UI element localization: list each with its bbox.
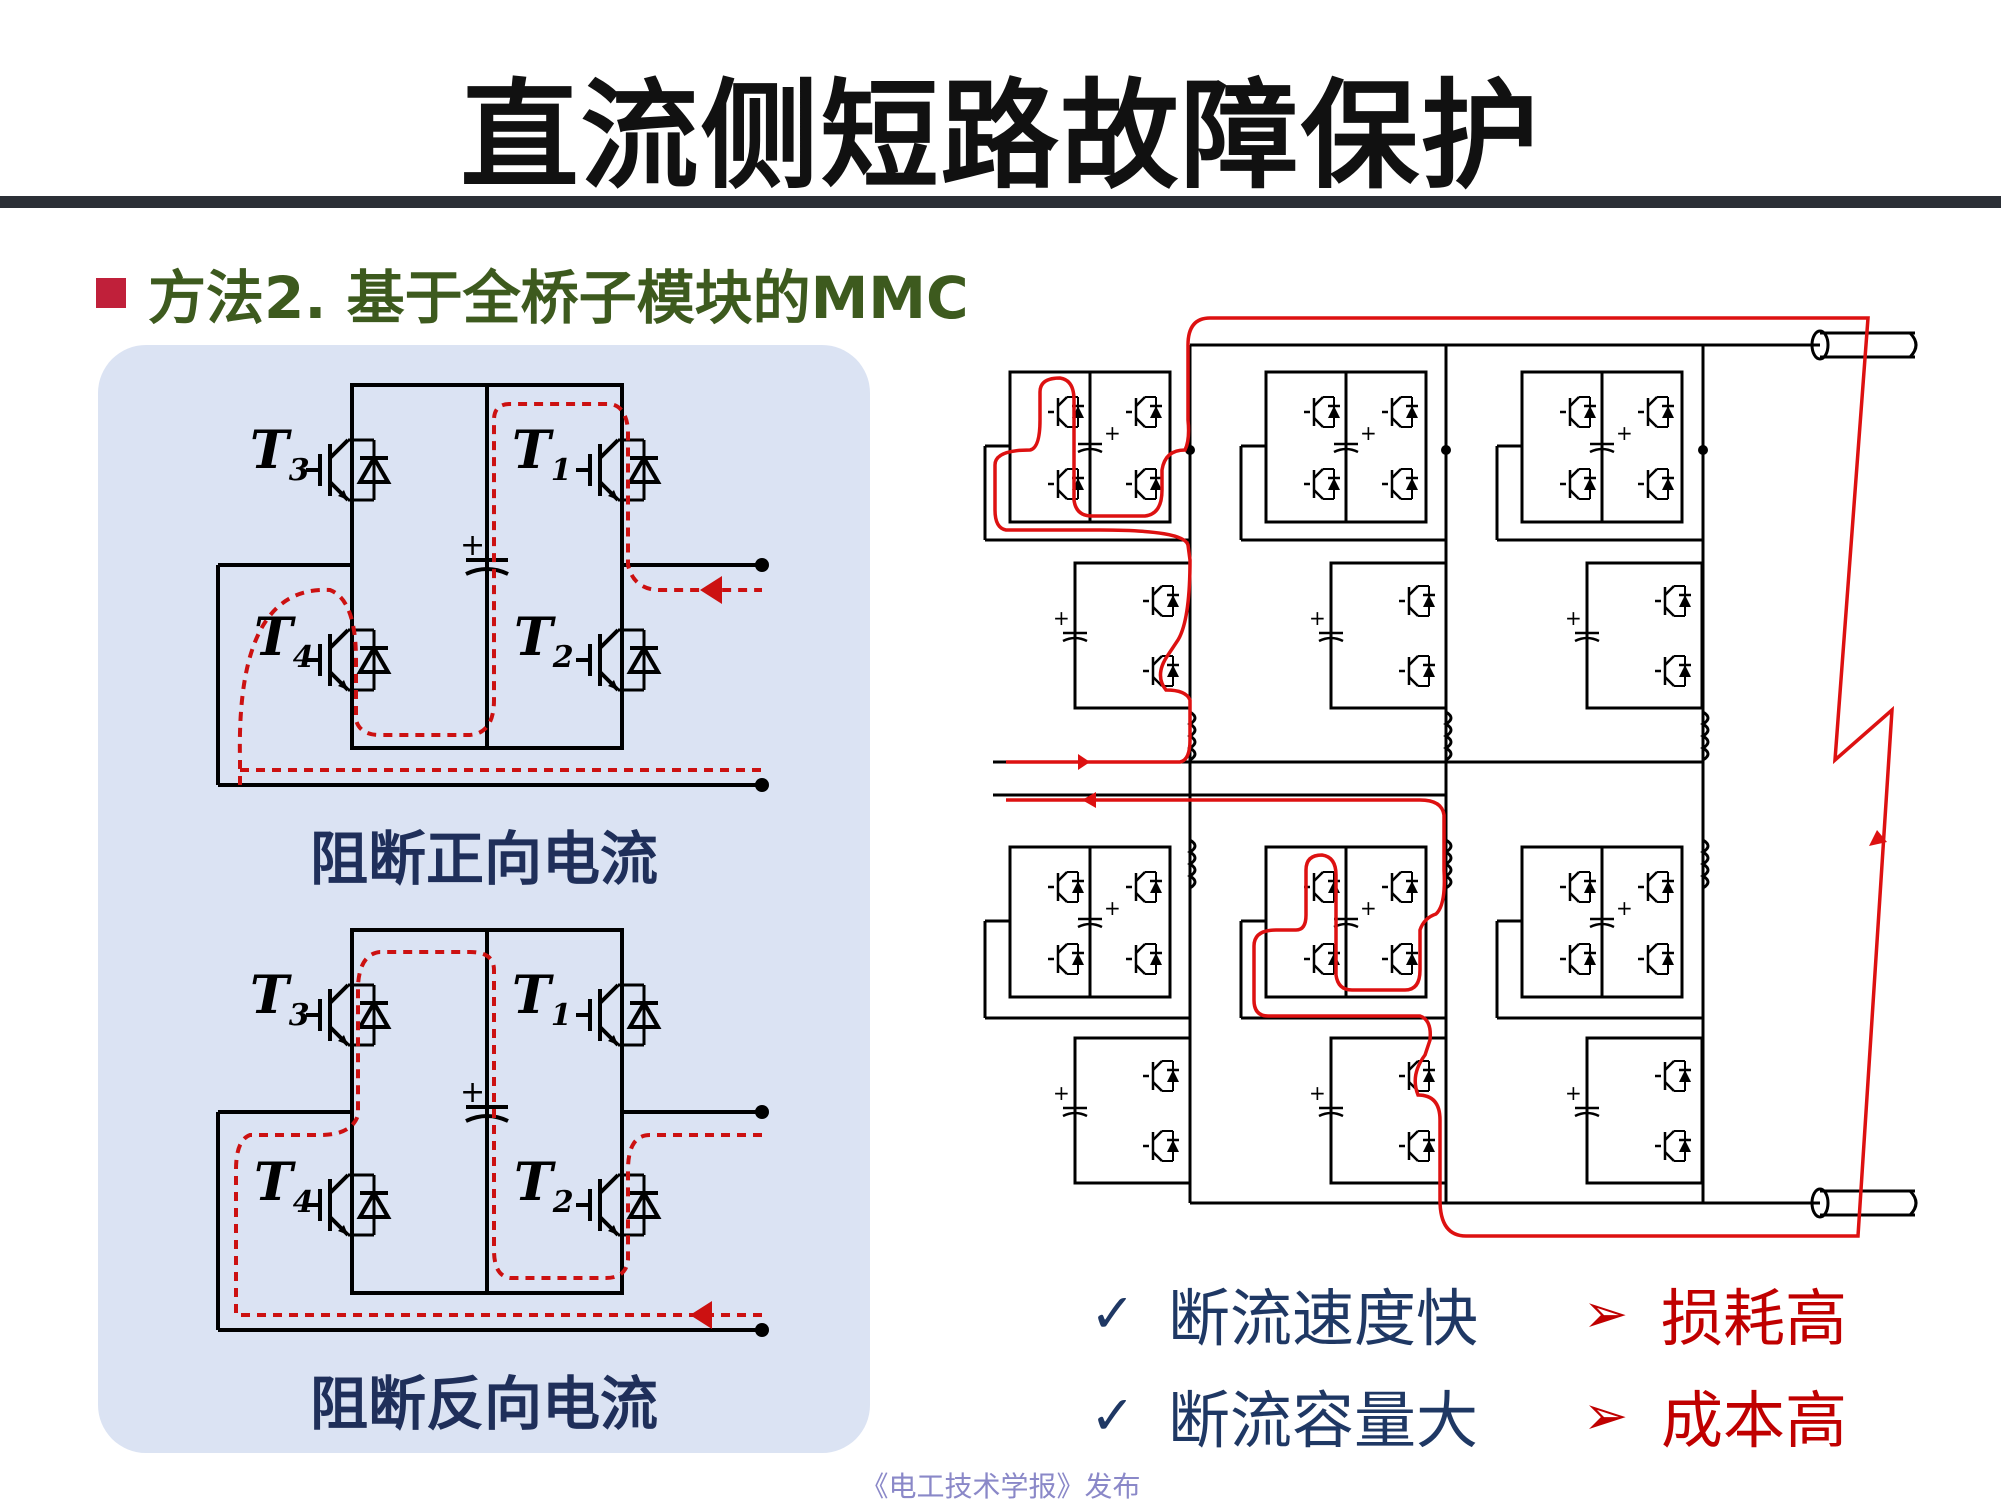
svg-text:T4: T4 [254,607,314,675]
svg-text:T1: T1 [512,965,572,1033]
svg-text:T3: T3 [250,965,310,1033]
disadvantage-text: 损耗高 [1661,1282,1848,1355]
advantage-item: ✓ 断流容量大 [1090,1370,1478,1460]
title-divider [0,196,2001,208]
svg-text:T3: T3 [250,420,310,488]
advantage-text: 断流速度快 [1168,1282,1479,1355]
disadvantage-item: ➢ 损耗高 [1583,1268,1847,1358]
arrow-bullet-icon: ➢ [1583,1383,1629,1447]
section-heading-text: 方法2. 基于全桥子模块的MMC [148,264,969,332]
square-bullet-icon [96,278,126,308]
full-bridge-forward-circuit: + [216,383,769,792]
full-bridge-panel [98,345,870,1453]
mmc-converter-diagram [983,316,1918,1238]
svg-text:T2: T2 [514,607,574,675]
advantage-text: 断流容量大 [1168,1384,1479,1457]
switch-labels-lower: T3 T1 T4 T2 [250,965,574,1220]
svg-text:+: + [460,1075,485,1110]
svg-text:T2: T2 [514,1152,574,1220]
caption-reverse: 阻断反向电流 [309,1370,658,1438]
svg-text:T4: T4 [254,1152,314,1220]
disadvantage-text: 成本高 [1661,1384,1848,1457]
advantage-item: ✓ 断流速度快 [1090,1268,1478,1358]
circuit-diagrams: + + + [216,316,1918,1337]
slide-title: 直流侧短路故障保护 [460,67,1541,205]
checkmark-icon: ✓ [1090,1383,1136,1447]
full-bridge-reverse-circuit: + [216,928,769,1337]
svg-text:T1: T1 [512,420,572,488]
checkmark-icon: ✓ [1090,1281,1136,1345]
section-heading: 方法2. 基于全桥子模块的MMC [96,258,969,332]
switch-labels-upper: T3 T1 T4 T2 [250,420,574,675]
arrow-bullet-icon: ➢ [1583,1281,1629,1345]
disadvantage-item: ➢ 成本高 [1583,1370,1847,1460]
publisher-footer: 《电工技术学报》发布 [860,1470,1141,1503]
caption-forward: 阻断正向电流 [309,825,658,893]
svg-text:+: + [460,528,485,563]
